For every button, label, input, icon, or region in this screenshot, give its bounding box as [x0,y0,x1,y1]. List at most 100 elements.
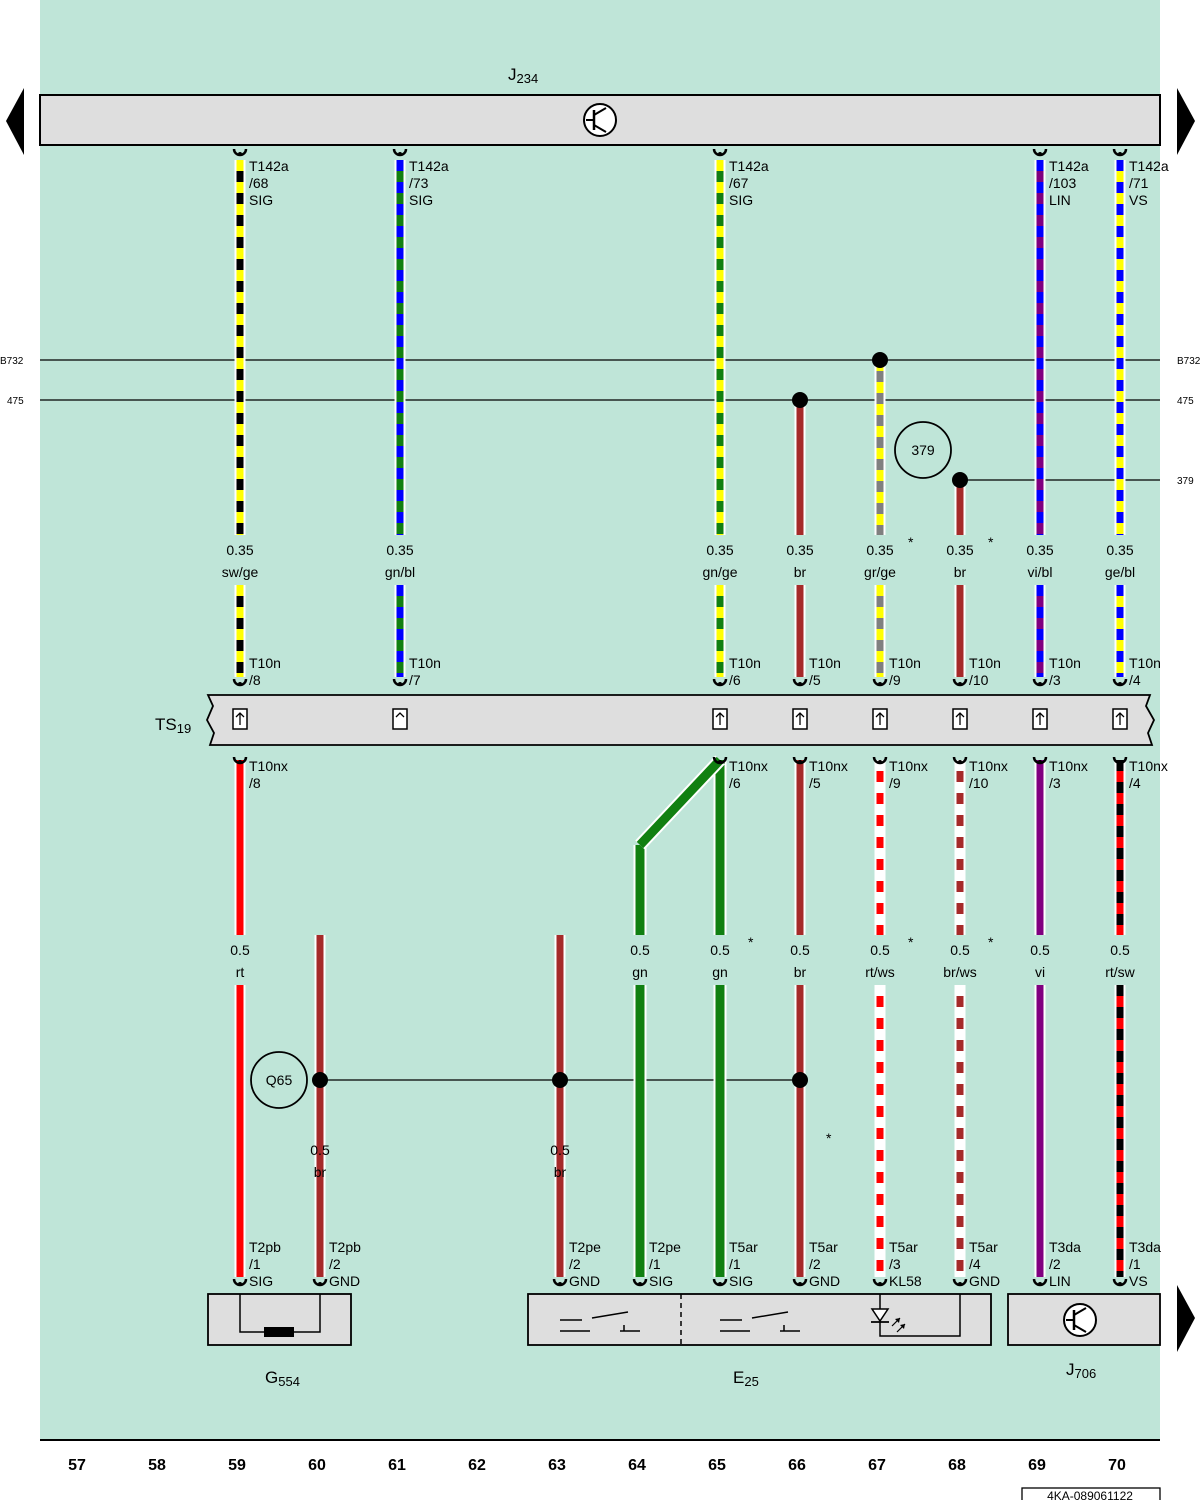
splice-connector-label: /7 [409,672,421,688]
wire-size-label: 0.5 [950,942,970,958]
wire-size-label: 0.5 [1110,942,1130,958]
end-connector-label: T3da [1049,1239,1081,1255]
splice-connector-label: T10n [1049,655,1081,671]
page-right-arrow-top-icon[interactable] [1177,88,1195,155]
junction-dot [552,1072,568,1088]
end-connector-label: /4 [969,1256,981,1272]
connector-label: SIG [249,192,273,208]
end-connector-label: SIG [649,1273,673,1289]
splice-connector-label: T10nx [809,758,848,774]
splice-connector-label: /6 [729,775,741,791]
j706-label: J706 [1066,1360,1096,1381]
splice-connector-label: /4 [1129,672,1141,688]
splice-connector-label: T10nx [969,758,1008,774]
wire-size-label: 0.5 [790,942,810,958]
wire-color-label: vi [1035,964,1045,980]
connector-label: SIG [409,192,433,208]
page-right-arrow-bottom-icon[interactable] [1177,1285,1195,1352]
connector-label: T142a [409,158,449,174]
ref-circle-q65 [250,1051,308,1109]
wire-size-label: 0.35 [226,542,253,558]
splice-connector-label: T10n [969,655,1001,671]
e25-switch-module [527,1293,992,1346]
ref-circle-379-label: 379 [911,442,935,458]
connector-label: /67 [729,175,749,191]
column-number: 70 [1108,1457,1126,1474]
ref-circle-379 [894,421,952,479]
wire-size-label: 0.5 [710,942,730,958]
splice-symbol-icon [872,708,888,730]
splice-symbol-icon [392,708,408,730]
splice-connector-label: /10 [969,775,989,791]
connector-label: /103 [1049,175,1076,191]
junction-dot [792,1072,808,1088]
splice-connector-label: T10nx [729,758,768,774]
connector-label: T142a [249,158,289,174]
asterisk-note: * [908,934,914,950]
doc-number: 4KA-089061122 [1047,1489,1133,1500]
wire-color-label: gn [712,964,728,980]
splice-connector-label: T10nx [1129,758,1168,774]
end-connector-label: T5ar [969,1239,998,1255]
wire-color-label: br [794,564,807,580]
wires-layer [234,160,1126,1277]
column-number: 65 [708,1457,726,1474]
end-connector-label: T5ar [889,1239,918,1255]
asterisk-note: * [988,934,994,950]
end-connector-label: T2pe [649,1239,681,1255]
labels-layer: 0.35sw/geT142a/68SIGT10n/80.35gn/blT142a… [222,147,1169,1289]
splice-symbol-icon [952,708,968,730]
doc-number-box [1021,1487,1161,1500]
end-connector-label: GND [969,1273,1000,1289]
page-left-arrow-icon[interactable] [6,88,24,155]
end-connector-label: /1 [729,1256,741,1272]
column-number: 69 [1028,1457,1046,1474]
splice-symbol-icon [792,708,808,730]
splice-connector-label: /4 [1129,775,1141,791]
end-connector-label: KL58 [889,1273,922,1289]
junction-dot [952,472,968,488]
wire-color-label: br [794,964,807,980]
wire-size-label: 0.35 [866,542,893,558]
junction-dot [792,392,808,408]
splice-symbols [232,708,1128,730]
column-number: 60 [308,1457,326,1474]
splice-connector-label: T10n [889,655,921,671]
wire-color-label: sw/ge [222,564,259,580]
connector-label: VS [1129,192,1148,208]
splice-connector-label: /10 [969,672,989,688]
end-connector-label: SIG [729,1273,753,1289]
splice-connector-label: /9 [889,672,901,688]
connector-label: T142a [1129,158,1169,174]
wire-color-label: br/ws [943,964,976,980]
wire-color-label: gr/ge [864,564,896,580]
splice-symbol-icon [232,708,248,730]
j234-label: J234 [508,65,538,86]
end-connector-label: T2pe [569,1239,601,1255]
wire-size-label: 0.5 [550,1142,570,1158]
wire-size-label: 0.5 [1030,942,1050,958]
wire-color-label: vi/bl [1028,564,1053,580]
connector-label: T142a [1049,158,1089,174]
splice-connector-label: T10n [729,655,761,671]
end-connector-label: /2 [569,1256,581,1272]
ref-b732-left: B732 [0,356,24,367]
column-number: 64 [628,1457,646,1474]
splice-connector-label: /8 [249,775,261,791]
splice-connector-label: /6 [729,672,741,688]
wire-gn-branch [635,755,725,850]
ref-b732-right: B732 [1177,356,1200,367]
led-icon [870,1294,961,1337]
splice-connector-label: /3 [1049,775,1061,791]
end-connector-label: /2 [1049,1256,1061,1272]
column-number: 68 [948,1457,966,1474]
connector-label: /68 [249,175,269,191]
junction-dot [872,352,888,368]
column-number: 61 [388,1457,406,1474]
column-number: 58 [148,1457,166,1474]
ref-circle-q65-label: Q65 [266,1072,293,1088]
end-connector-label: LIN [1049,1273,1071,1289]
wire-color-label: gn [632,964,648,980]
column-number: 66 [788,1457,806,1474]
